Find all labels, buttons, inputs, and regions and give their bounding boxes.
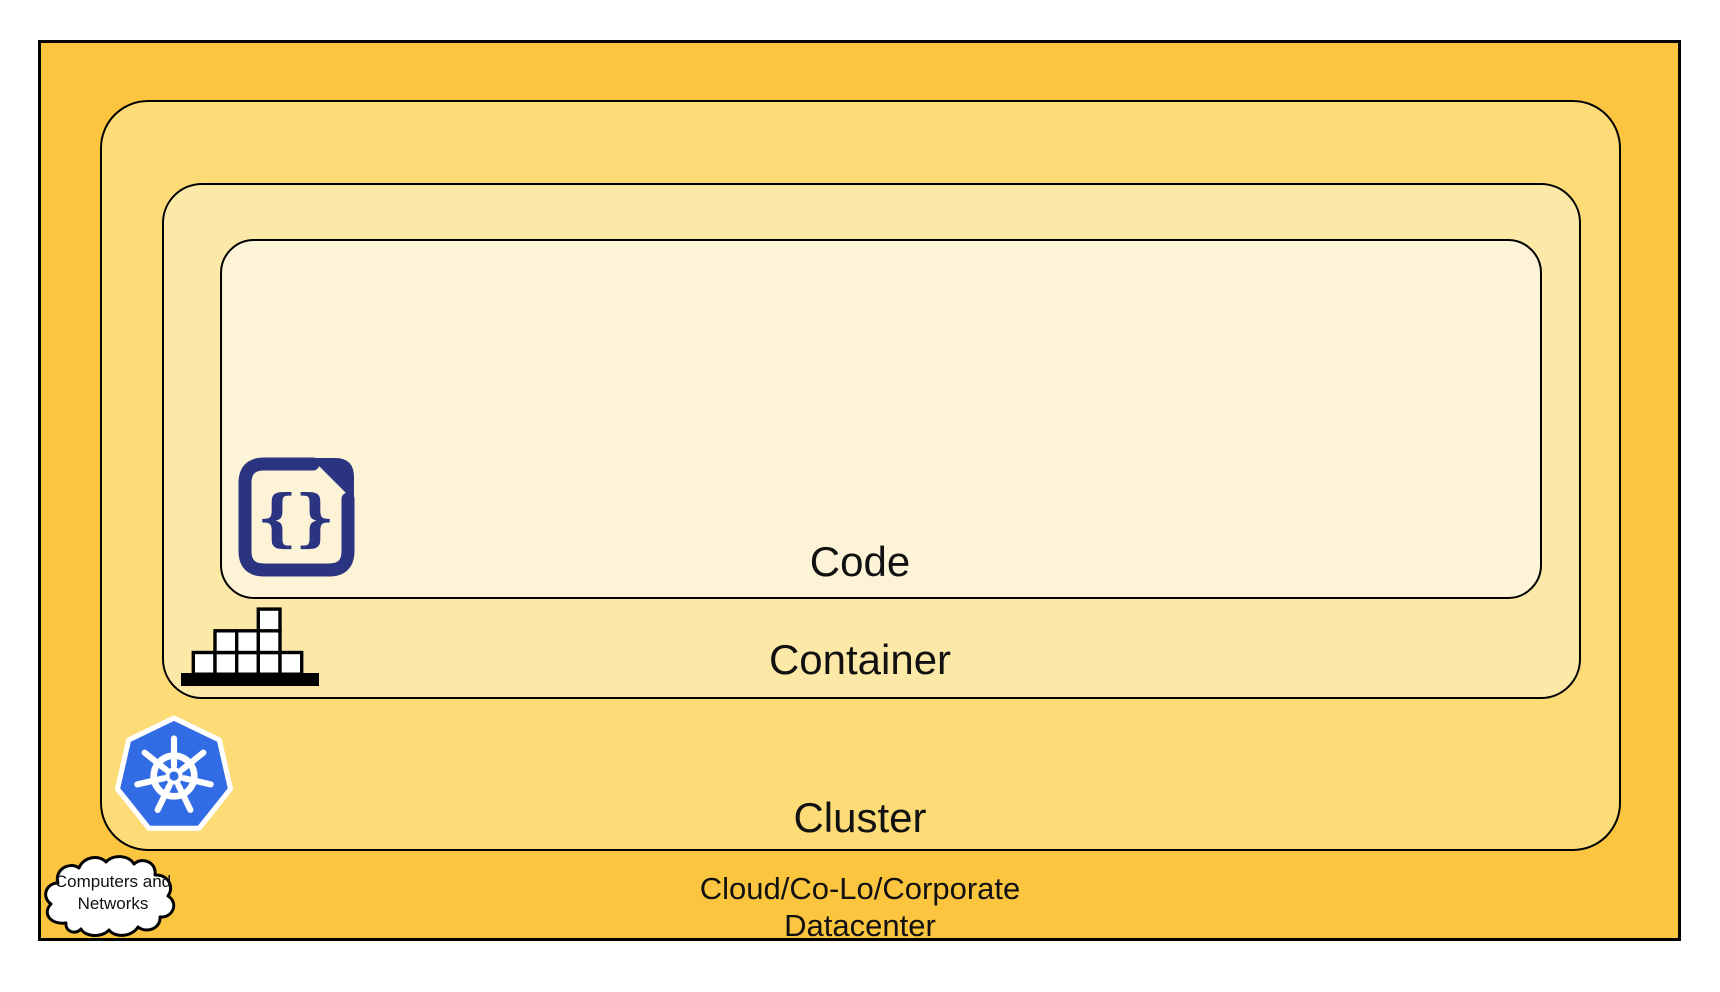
layer-label-code: Code [809, 538, 911, 585]
layer-label-datacenter-line1: Cloud/Co-Lo/Corporate [699, 871, 1021, 906]
layer-label-datacenter: Cloud/Co-Lo/Corporate Datacenter [0, 870, 1720, 944]
kubernetes-logo-icon [114, 715, 234, 831]
layer-label-datacenter-line2: Datacenter [784, 908, 936, 943]
cloud-callout-text: Computers and Networks [40, 871, 186, 914]
layer-label-cluster: Cluster [793, 794, 927, 841]
layer-box-code [220, 239, 1542, 599]
code-file-icon: {} [238, 457, 355, 577]
cloud-callout-line1: Computers and [54, 872, 172, 891]
cloud-callout-line2: Networks [77, 893, 149, 913]
layer-label-container: Container [768, 636, 952, 683]
computers-and-networks-cloud-icon [44, 855, 176, 937]
container-stack-icon [181, 607, 319, 686]
svg-text:{}: {} [257, 481, 333, 554]
